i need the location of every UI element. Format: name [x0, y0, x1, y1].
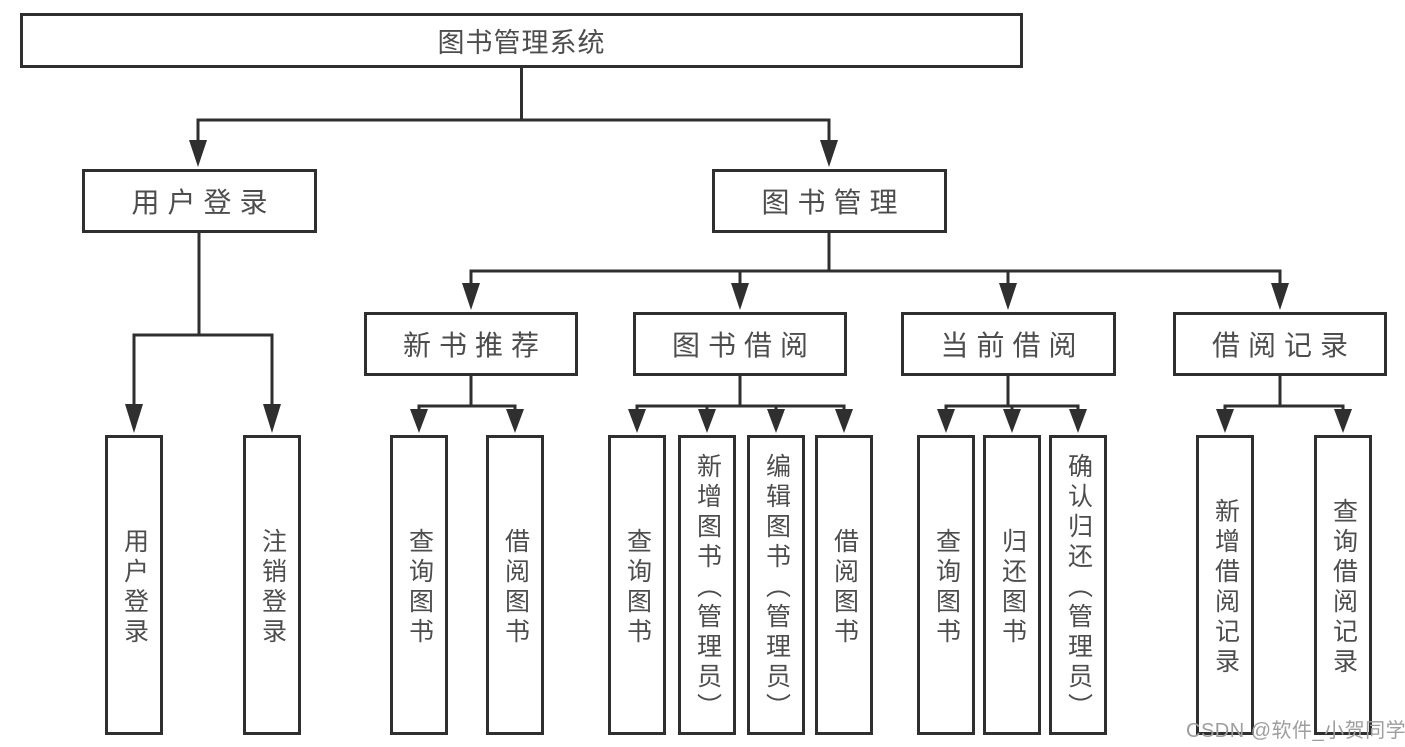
leaf-query-books-borrow: 查询图书 [608, 435, 666, 735]
node-label: 新书推荐 [402, 330, 547, 361]
node-label: 确认归还（管理员） [1064, 452, 1093, 723]
connector-bookmgmt-to-level3 [462, 233, 1289, 310]
leaf-confirm-return-admin: 确认归还（管理员） [1049, 435, 1107, 735]
node-label: 用户登录 [120, 527, 149, 648]
node-label: 查询借阅记录 [1329, 497, 1358, 678]
leaf-query-books-current: 查询图书 [917, 435, 975, 735]
node-label: 归还图书 [998, 527, 1027, 648]
node-label: 编辑图书（管理员） [762, 452, 791, 723]
node-label: 新增借阅记录 [1211, 497, 1240, 678]
connector-borrowrecords-to-leaves [1216, 376, 1352, 433]
leaf-return-books: 归还图书 [983, 435, 1041, 735]
node-label: 新增图书（管理员） [693, 452, 722, 723]
leaf-add-books-admin: 新增图书（管理员） [678, 435, 736, 735]
node-root-system: 图书管理系统 [20, 13, 1023, 68]
node-label: 借阅图书 [501, 527, 530, 648]
node-label: 用户登录 [131, 187, 276, 218]
leaf-edit-books-admin: 编辑图书（管理员） [747, 435, 805, 735]
node-current-borrow: 当前借阅 [901, 312, 1116, 376]
node-book-management: 图书管理 [712, 169, 947, 233]
connector-newbook-to-leaves [410, 376, 524, 433]
node-label: 查询图书 [405, 527, 434, 648]
node-label: 注销登录 [258, 527, 287, 648]
leaf-borrow-books-recommend: 借阅图书 [486, 435, 544, 735]
leaf-user-login: 用户登录 [105, 435, 163, 735]
node-label: 图书借阅 [671, 330, 816, 361]
node-label: 借阅图书 [830, 527, 859, 648]
leaf-query-borrow-record: 查询借阅记录 [1314, 435, 1372, 735]
connector-userlogin-to-leaves [125, 233, 281, 433]
node-label: 图书管理系统 [437, 28, 606, 58]
node-label: 借阅记录 [1211, 330, 1356, 361]
node-book-borrow: 图书借阅 [633, 312, 847, 376]
node-label: 图书管理 [761, 187, 906, 218]
node-borrow-records: 借阅记录 [1173, 312, 1387, 376]
leaf-logout: 注销登录 [243, 435, 301, 735]
csdn-watermark: CSDN @软件_小贺同学 [1186, 720, 1405, 742]
node-new-book-recommend: 新书推荐 [364, 312, 578, 376]
node-label: 当前借阅 [940, 330, 1085, 361]
connector-root-to-level2 [189, 68, 838, 167]
node-label: 查询图书 [932, 527, 961, 648]
leaf-add-borrow-record: 新增借阅记录 [1196, 435, 1254, 735]
connector-currentborrow-to-leaves [937, 376, 1087, 433]
node-label: 查询图书 [623, 527, 652, 648]
leaf-query-books-recommend: 查询图书 [390, 435, 448, 735]
node-user-login: 用户登录 [82, 169, 317, 233]
connector-bookborrow-to-leaves [628, 376, 853, 433]
leaf-borrow-books: 借阅图书 [815, 435, 873, 735]
